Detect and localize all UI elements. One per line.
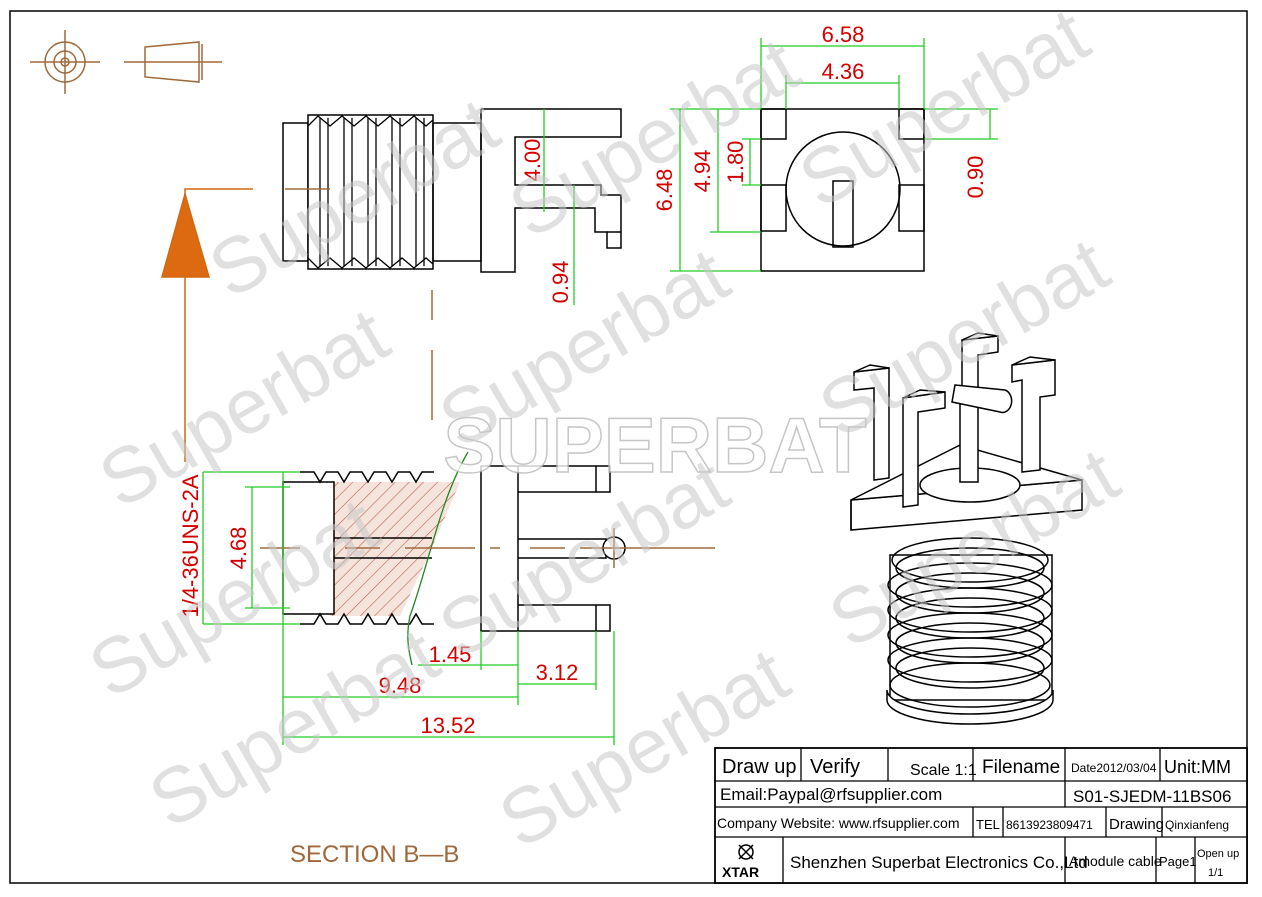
tb-tel-label: TEL [976,817,1000,832]
dim-3-12: 3.12 [536,660,579,685]
tb-open-up: Open up [1197,848,1239,860]
tb-verify: Verify [810,756,860,778]
dim-4-68: 4.68 [226,527,251,570]
tb-email: Email:Paypal@rfsupplier.com [720,785,942,804]
isometric-view [850,332,1083,725]
dim-thread: 1/4-36UNS-2A [178,474,203,617]
dim-13-52: 13.52 [420,713,475,738]
dim-1-80: 1.80 [723,141,748,184]
dim-1-45: 1.45 [429,642,472,667]
tb-page: Page1 [1159,854,1197,869]
title-block: Draw up Verify Scale 1:1 Filename Date20… [714,747,1248,884]
dimension-lines [202,38,998,745]
watermark-center: SUPERBAT [443,401,866,489]
xtar-logo-icon [738,844,754,860]
tb-scale: Scale 1:1 [910,762,977,779]
tb-website: Company Website: www.rfsupplier.com [717,815,960,831]
section-arrow [161,188,253,462]
side-view-centerline [285,188,433,420]
section-view [282,451,626,666]
dim-6-58: 6.58 [822,22,865,47]
dim-4-94: 4.94 [690,150,715,193]
tb-filename: Filename [982,757,1060,778]
projection-symbol [30,30,222,94]
tb-pages: 1/1 [1208,867,1223,879]
dim-6-48: 6.48 [652,169,677,212]
tb-part-no: S01-SJEDM-11BS06 [1073,787,1231,806]
section-centerline [260,528,715,568]
dim-4-36: 4.36 [822,59,865,84]
dim-4-00: 4.00 [520,139,545,182]
drawing-border [9,10,1248,884]
tb-product: Amodule cable [1069,853,1162,869]
tb-date: Date2012/03/04 [1071,761,1157,775]
tb-drawer: Qinxianfeng [1165,818,1229,832]
top-view [760,108,925,272]
dimension-labels: 6.58 4.36 6.48 4.94 1.80 0.90 4.00 0.94 … [178,22,988,738]
dim-0-94: 0.94 [548,261,573,304]
tb-logo: XTAR [722,864,759,880]
tb-company: Shenzhen Superbat Electronics Co.,Ltd [790,853,1088,872]
tb-draw-up: Draw up [722,756,796,778]
tb-drawing: Drawing [1109,816,1164,833]
dim-0-90: 0.90 [963,156,988,199]
section-label: SECTION B—B [290,841,459,868]
side-view [282,108,622,273]
tb-unit: Unit:MM [1164,757,1231,777]
tb-tel: 8613923809471 [1006,818,1093,832]
dim-9-48: 9.48 [379,673,422,698]
